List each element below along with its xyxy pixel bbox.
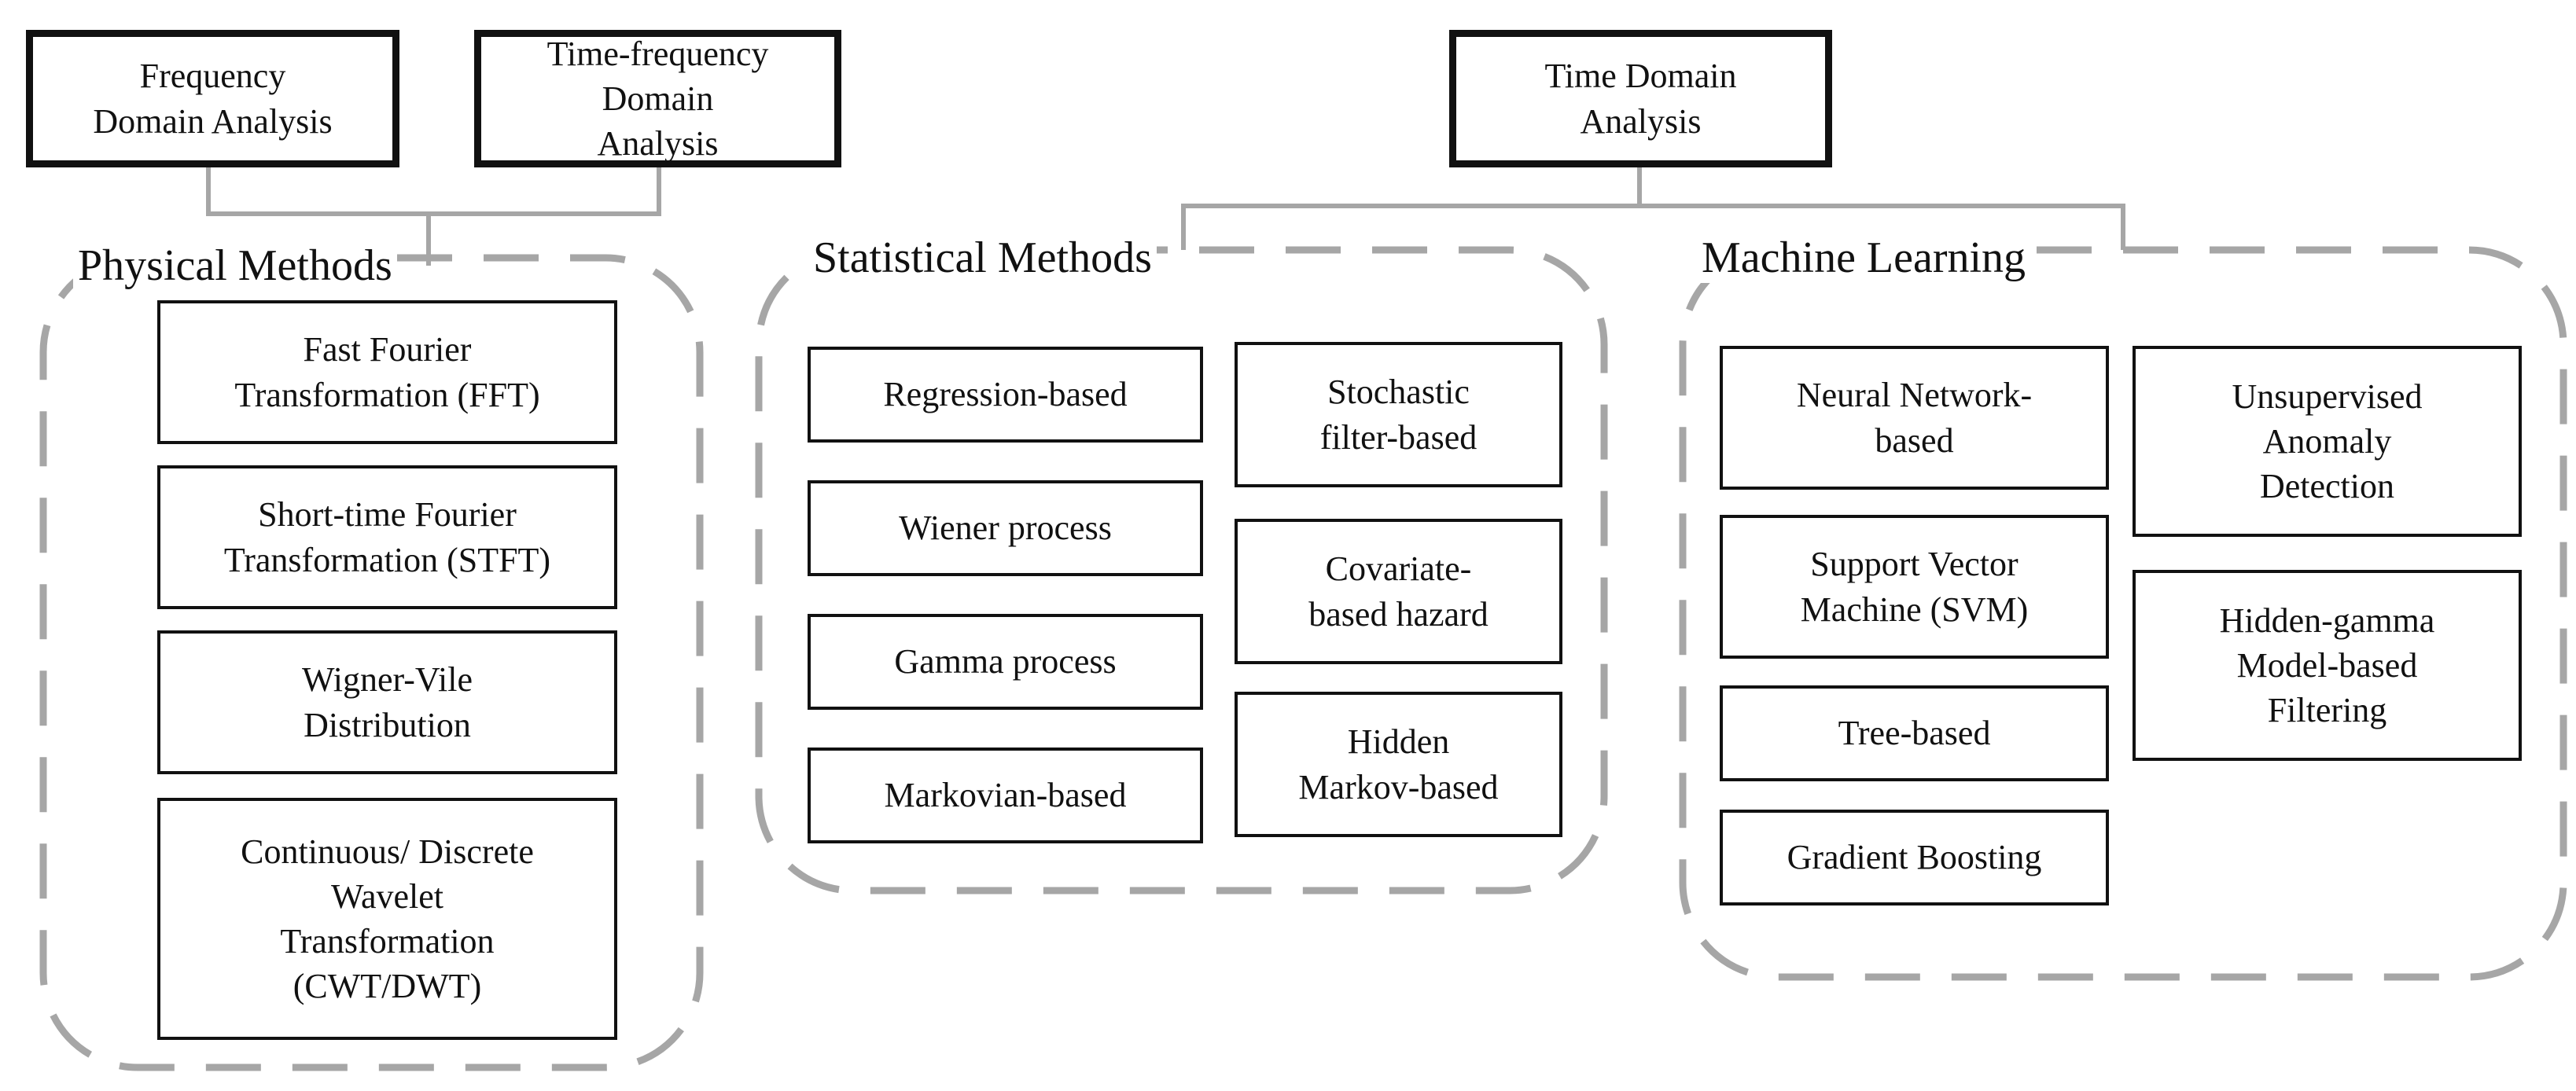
machine-learning-label: Machine Learning <box>1697 233 2031 283</box>
ml-method-box: Tree-based <box>1720 685 2109 781</box>
statistical-method-box: Covariate- based hazard <box>1235 519 1562 664</box>
frequency-domain-box: Frequency Domain Analysis <box>26 30 399 167</box>
statistical-methods-label: Statistical Methods <box>808 233 1157 283</box>
statistical-method-box: Gamma process <box>808 614 1203 710</box>
physical-method-box: Fast Fourier Transformation (FFT) <box>157 300 617 444</box>
time-domain-box: Time Domain Analysis <box>1449 30 1832 167</box>
statistical-method-box: Stochastic filter-based <box>1235 342 1562 487</box>
ml-method-box: Gradient Boosting <box>1720 810 2109 905</box>
statistical-method-box: Markovian-based <box>808 748 1203 843</box>
statistical-method-box: Wiener process <box>808 480 1203 576</box>
physical-method-box: Short-time Fourier Transformation (STFT) <box>157 465 617 609</box>
statistical-methods-container <box>755 246 1608 894</box>
time-domain-bracket-connector <box>1181 204 2125 250</box>
physical-bracket-connector <box>206 167 661 216</box>
physical-methods-label: Physical Methods <box>73 241 397 291</box>
statistical-method-box: Regression-based <box>808 347 1203 443</box>
ml-method-box: Support Vector Machine (SVM) <box>1720 515 2109 659</box>
statistical-method-box: Hidden Markov-based <box>1235 692 1562 837</box>
ml-method-box: Unsupervised Anomaly Detection <box>2133 346 2522 537</box>
ml-method-box: Hidden-gamma Model-based Filtering <box>2133 570 2522 761</box>
ml-method-box: Neural Network- based <box>1720 346 2109 490</box>
physical-method-box: Continuous/ Discrete Wavelet Transformat… <box>157 798 617 1040</box>
physical-method-box: Wigner-Vile Distribution <box>157 630 617 774</box>
time-frequency-domain-box: Time-frequency Domain Analysis <box>474 30 841 167</box>
